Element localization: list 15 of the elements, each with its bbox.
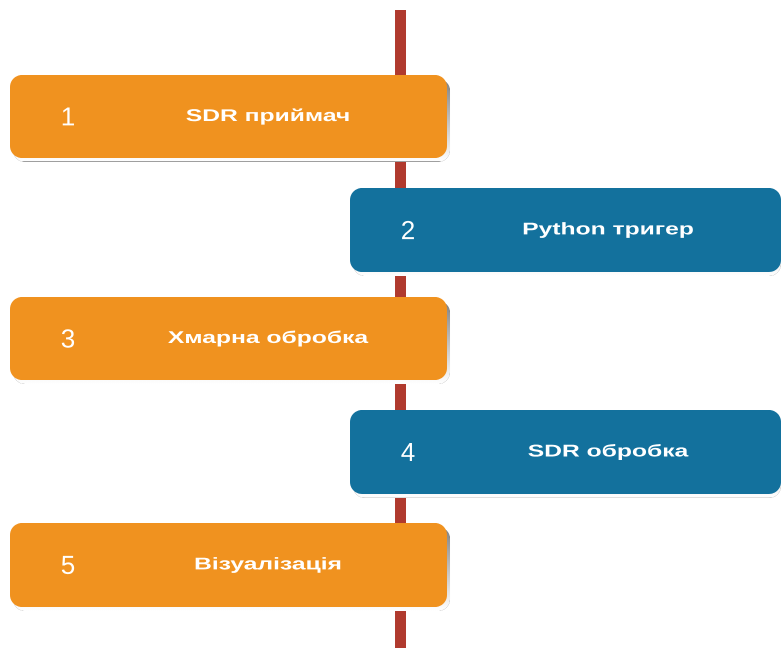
step-label: SDR приймач xyxy=(186,108,349,125)
step-box xyxy=(10,523,450,611)
step-box xyxy=(350,188,781,276)
step-box xyxy=(10,297,450,384)
step-label: Python тригер xyxy=(524,222,693,238)
step-label: Хмарна обробка xyxy=(168,330,368,346)
step-number: 4 xyxy=(401,443,414,461)
step-number: 5 xyxy=(62,556,74,574)
step-number: 1 xyxy=(62,108,74,126)
step-label: Візуалізація xyxy=(196,557,340,573)
step-box xyxy=(350,410,781,498)
step-box xyxy=(10,75,450,162)
step-label: SDR обробка xyxy=(528,444,688,460)
step-number: 3 xyxy=(62,329,74,348)
step-number: 2 xyxy=(402,220,414,240)
